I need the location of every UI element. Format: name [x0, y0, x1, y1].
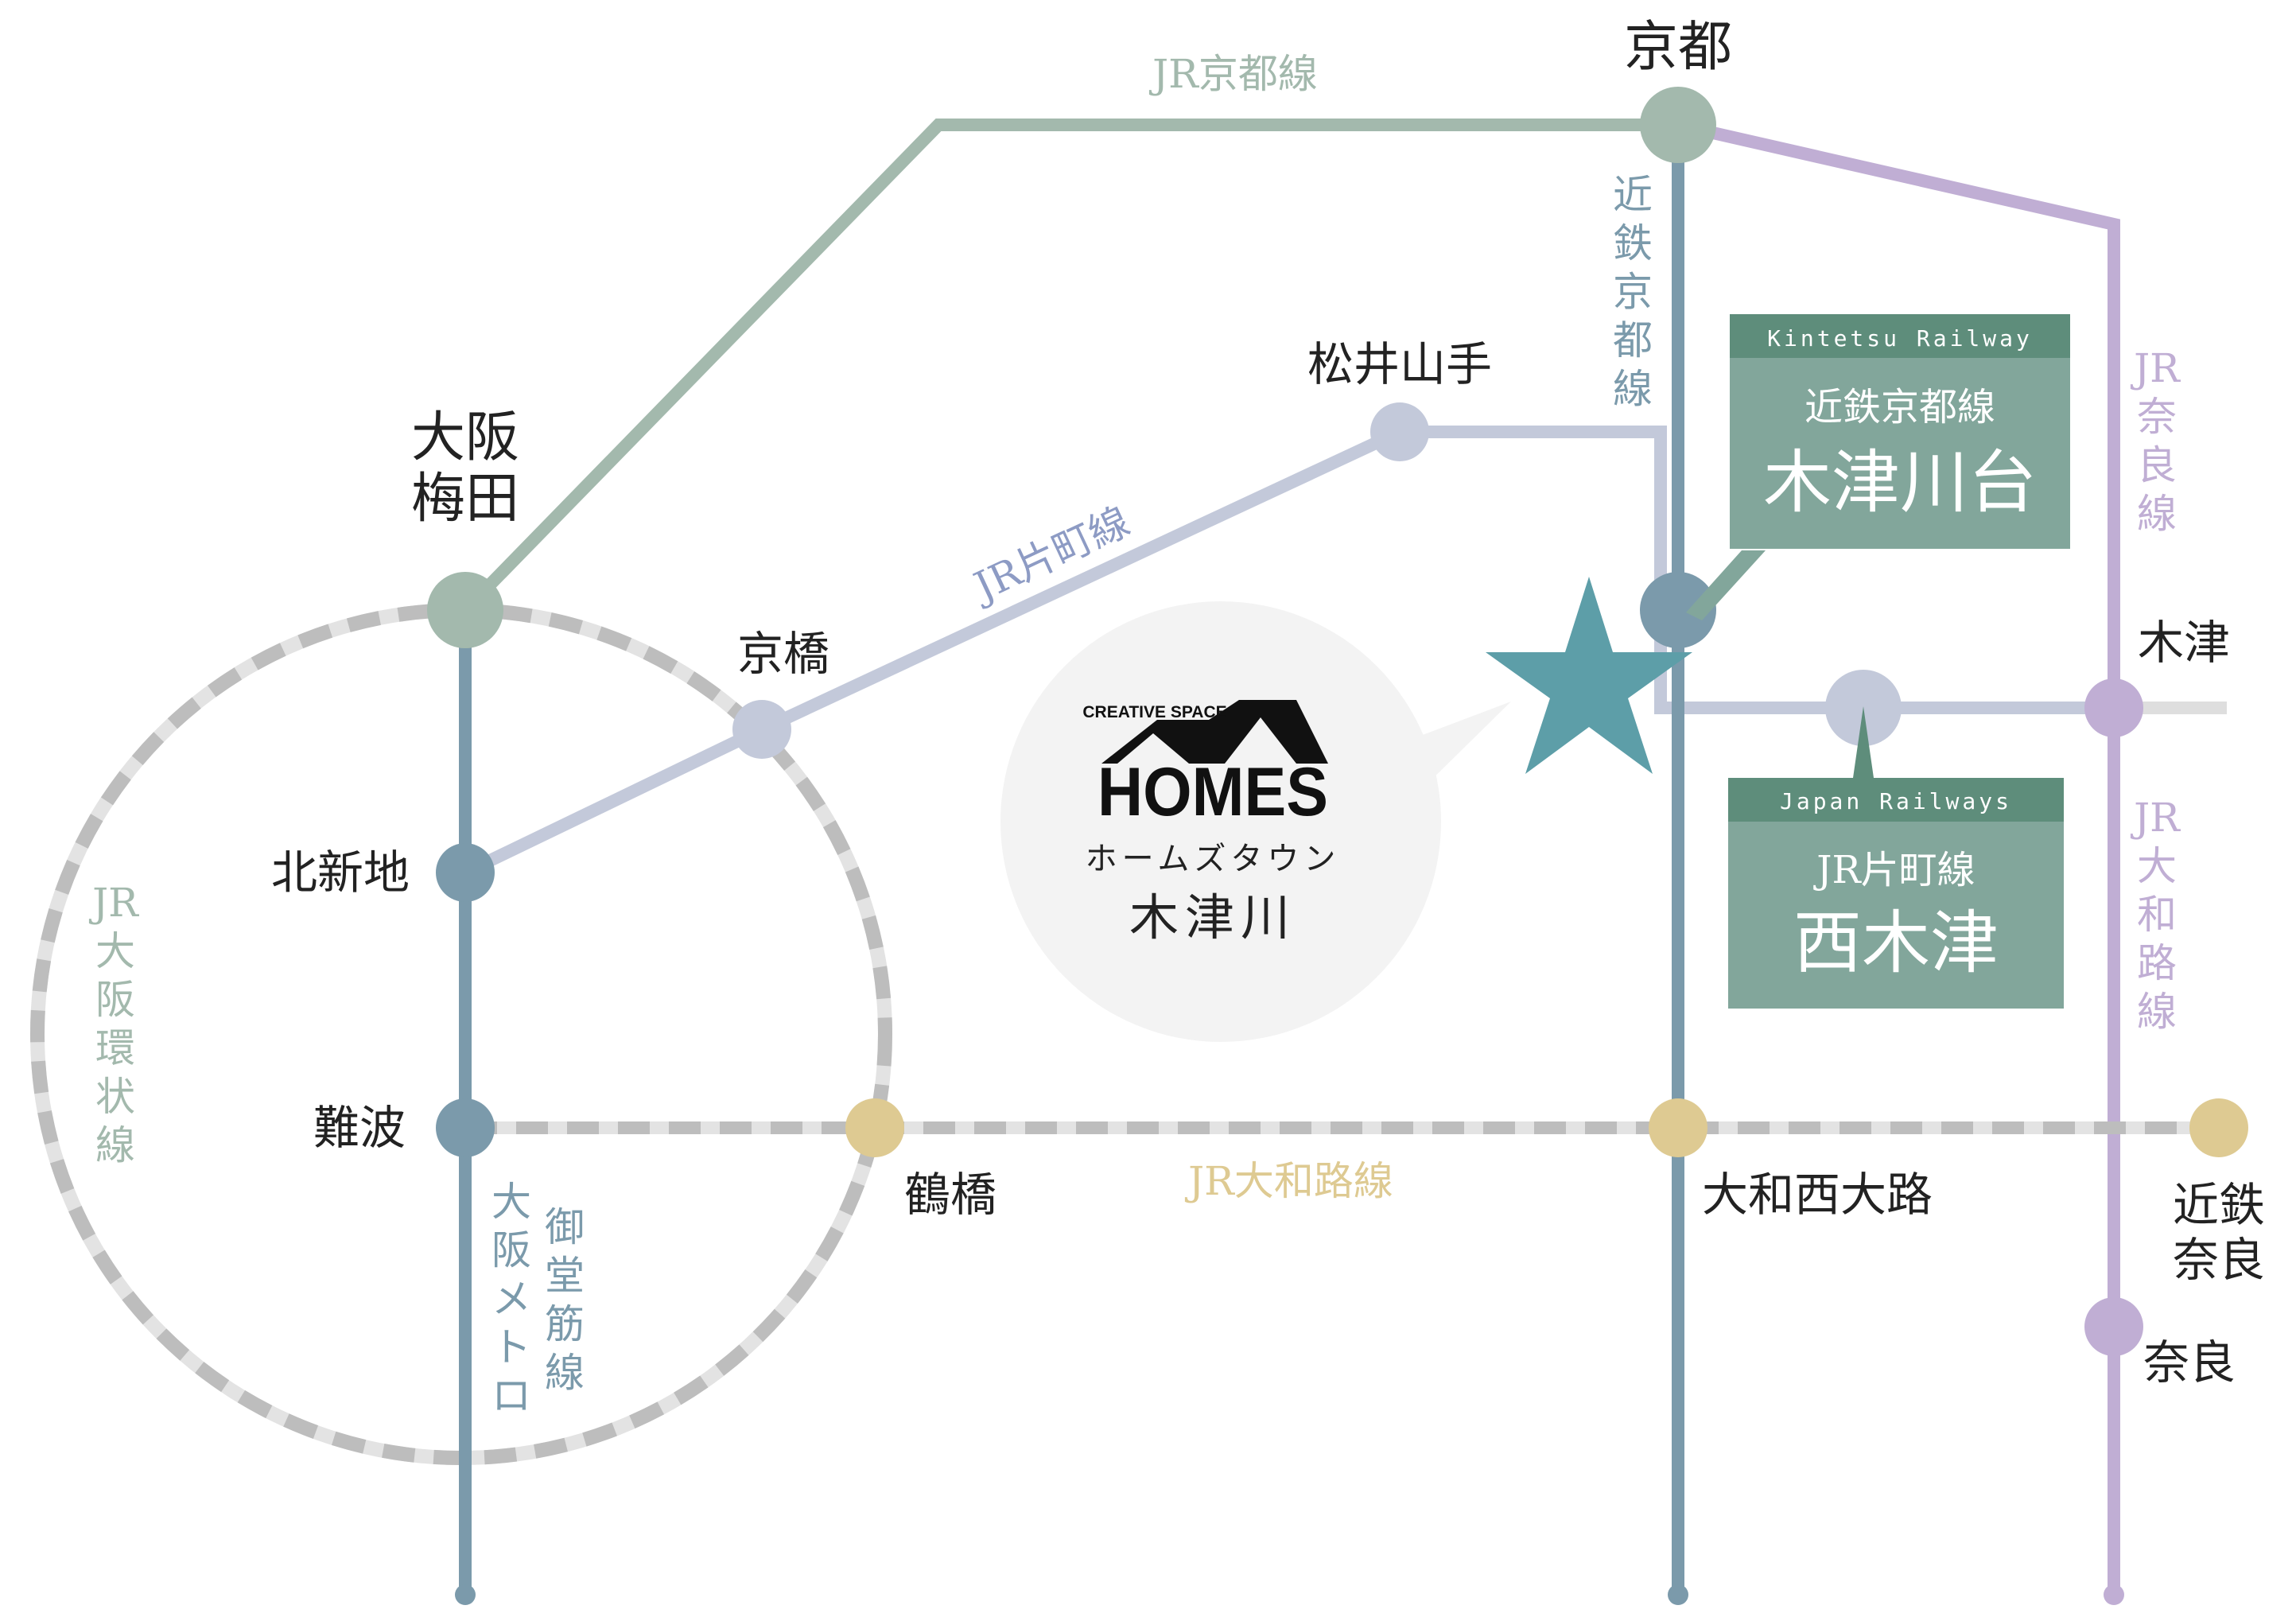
kintetsu-kyoto-terminal — [1668, 1584, 1688, 1605]
station-node-kyoto — [1640, 87, 1716, 163]
jr-katamachi-line — [462, 426, 2227, 879]
station-node-kitashinchi — [436, 843, 495, 902]
station-node-matsuiyamate — [1370, 402, 1429, 461]
house-roof-icon — [1101, 700, 1328, 764]
logo-place: 木津川 — [1129, 888, 1296, 946]
logo-subtitle: ホームズタウン — [1086, 841, 1341, 877]
bubble-body — [1000, 601, 1441, 1042]
station-label-kizu: 木津 — [2138, 616, 2230, 670]
callout-jr-line: JR片町線 — [1812, 848, 1975, 892]
jr-nara-line-terminal — [2104, 1584, 2124, 1605]
station-node-tsuruhashi — [845, 1098, 904, 1157]
station-label-osaka: 大阪 — [411, 406, 519, 469]
property-bubble: CREATIVE SPACE HOMES ホームズタウン 木津川 — [1000, 601, 1511, 1042]
station-node-osaka-umeda — [427, 572, 503, 648]
station-node-namba — [436, 1098, 495, 1157]
station-label-kyoto: 京都 — [1624, 16, 1732, 79]
station-label-umeda: 梅田 — [411, 468, 519, 531]
callout-jr: Japan Railways JR片町線 西木津 — [1728, 706, 2064, 1009]
line-label-metro-operator: 大阪メトロ — [491, 1179, 531, 1419]
station-label-kintetsu-nara-2: 奈良 — [2173, 1233, 2265, 1287]
station-node-yamato-saidaiji — [1649, 1098, 1707, 1157]
station-label-kitashinchi: 北新地 — [271, 845, 410, 900]
line-label-kintetsu-kyoto: 近鉄京都線 — [1613, 172, 1653, 412]
star-icon — [1486, 577, 1692, 774]
station-label-yamato-saidaiji: 大和西大路 — [1702, 1168, 1933, 1222]
station-node-nara — [2084, 1297, 2143, 1356]
metro-midosuji-terminal — [455, 1584, 476, 1605]
line-label-jr-kyoto: JR京都線 — [1148, 51, 1318, 97]
line-label-metro-midosuji: 御堂筋線 — [545, 1204, 585, 1396]
callout-kintetsu-line: 近鉄京都線 — [1805, 385, 1995, 430]
callout-jr-pointer — [1853, 706, 1874, 778]
station-label-kintetsu-nara-1: 近鉄 — [2173, 1178, 2265, 1232]
jr-nara-line — [1676, 119, 2120, 1595]
logo-tagline: CREATIVE SPACE — [1082, 703, 1226, 721]
callout-jr-header — [1728, 778, 2064, 822]
station-label-tsuruhashi: 鶴橋 — [904, 1168, 996, 1222]
callout-kintetsu-pointer — [1686, 550, 1766, 620]
station-label-namba: 難波 — [313, 1101, 406, 1155]
jr-kyoto-line — [460, 119, 1678, 615]
callout-jr-station: 西木津 — [1793, 904, 1999, 983]
station-label-nara: 奈良 — [2143, 1335, 2236, 1390]
station-node-kizu — [2084, 678, 2143, 737]
callout-kintetsu-header — [1730, 314, 2070, 358]
station-node-kizugawadai — [1640, 572, 1716, 648]
callout-jr-company: Japan Railways — [1780, 788, 2012, 814]
station-node-kintetsu-nara — [2189, 1098, 2248, 1157]
station-node-kyobashi — [732, 700, 791, 759]
callout-kintetsu: Kintetsu Railway 近鉄京都線 木津川台 — [1686, 314, 2070, 620]
callout-kintetsu-station: 木津川台 — [1763, 443, 2037, 523]
callout-kintetsu-company: Kintetsu Railway — [1767, 325, 2033, 352]
logo-brand: HOMES — [1097, 754, 1328, 830]
station-label-matsuiyamate: 松井山手 — [1307, 337, 1492, 391]
station-label-kyobashi: 京橋 — [737, 627, 829, 681]
line-label-jr-yamatoji: JR大和路線 — [1184, 1158, 1393, 1204]
